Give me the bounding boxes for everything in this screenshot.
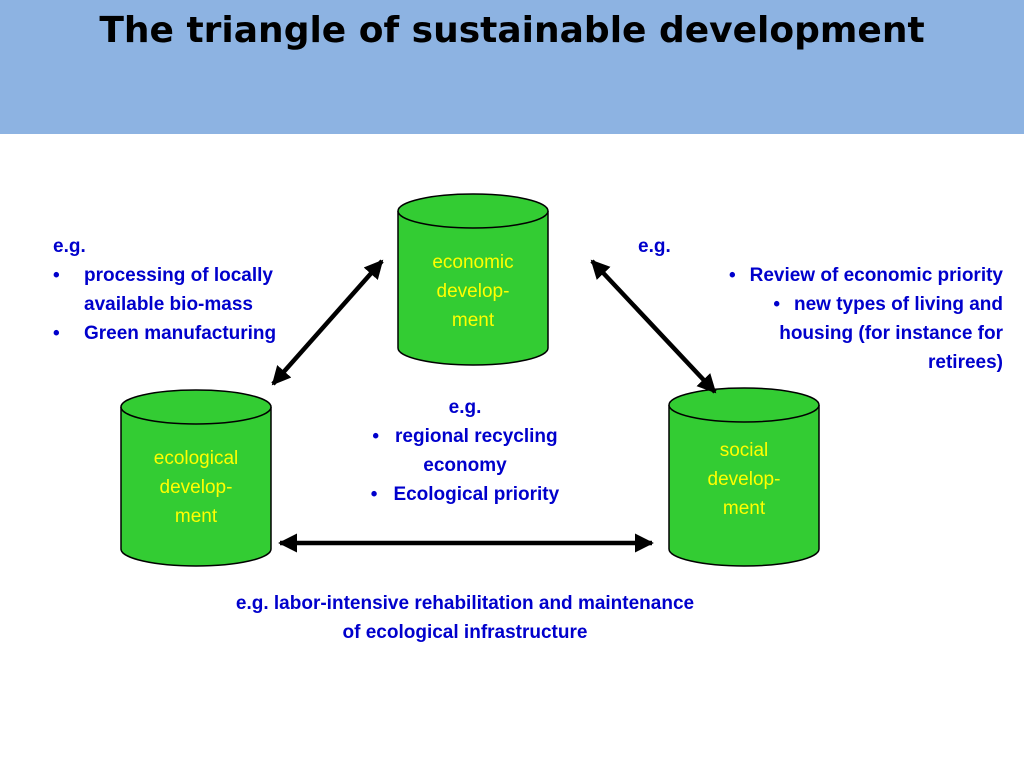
note-bottom: e.g. labor-intensive rehabilitation and … — [235, 593, 695, 643]
note-economic-ecological: e.g. •processing of locally available bi… — [53, 232, 338, 348]
note-heading: e.g. — [53, 236, 86, 257]
ecological-label: ecological develop- ment — [153, 448, 239, 527]
note-heading: e.g. — [638, 236, 671, 257]
note-heading: e.g. — [448, 397, 482, 418]
social-label: social develop- ment — [707, 440, 781, 519]
page-title: The triangle of sustainable development — [99, 10, 925, 51]
note-economic-social: e.g. •Review of economic priority •new t… — [610, 232, 1003, 377]
list-item: •Green manufacturing — [53, 323, 277, 344]
social-cylinder — [668, 387, 820, 567]
note-ecological-social: e.g. •regional recycling economy •Ecolog… — [330, 393, 600, 509]
economic-cylinder — [397, 193, 549, 366]
list-item: •regional recycling economy — [372, 426, 558, 476]
economic-label: economic develop- ment — [432, 252, 514, 331]
ecological-cylinder — [120, 389, 272, 567]
list-item: •Ecological priority — [370, 484, 560, 505]
title-banner — [0, 0, 1024, 134]
arrow-economic-ecological — [271, 259, 384, 386]
list-item: •processing of locally available bio-mas… — [53, 265, 273, 315]
list-item: •Review of economic priority — [728, 265, 1003, 286]
list-item: •new types of living and housing (for in… — [773, 294, 1003, 373]
arrow-economic-social — [590, 259, 717, 394]
